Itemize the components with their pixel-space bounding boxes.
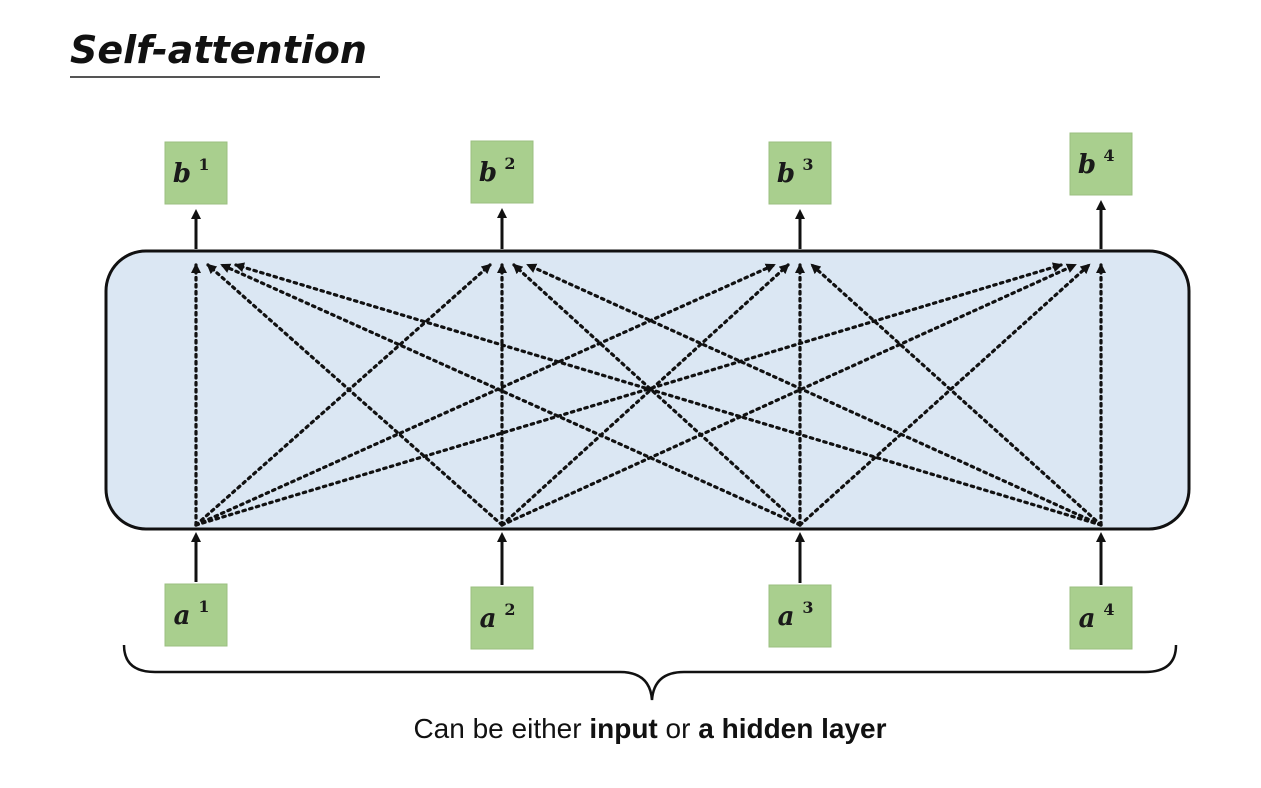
output-node-label: b <box>777 159 795 189</box>
input-node-label: a <box>1079 604 1096 634</box>
connection-a2-to-b4 <box>500 263 1077 527</box>
caption-text-2: or <box>657 713 699 744</box>
connection-a4-to-b2 <box>526 263 1103 527</box>
caption-bold-hidden-layer: a hidden layer <box>698 713 887 744</box>
output-node-superscript: 4 <box>1103 146 1114 165</box>
connection-a2-to-b1 <box>206 263 504 527</box>
input-node-superscript: 2 <box>504 600 515 619</box>
input-node-label: a <box>480 604 497 634</box>
input-node-label: a <box>778 602 795 632</box>
caption: Can be either input or a hidden layer <box>0 713 1261 745</box>
output-node-box <box>1069 132 1133 196</box>
connection-a4-to-b3 <box>810 263 1103 527</box>
output-node-superscript: 2 <box>504 154 515 173</box>
input-node-box <box>470 586 534 650</box>
connection-a1-to-b2 <box>194 263 492 527</box>
input-node-superscript: 1 <box>198 597 209 616</box>
output-node-box <box>470 140 534 204</box>
connection-a1-to-b4 <box>194 262 1063 527</box>
output-node-box <box>164 141 228 205</box>
io-arrows <box>191 200 1106 585</box>
connection-a3-to-b4 <box>798 263 1091 527</box>
caption-bold-input: input <box>589 713 658 744</box>
caption-text-1: Can be either <box>413 713 590 744</box>
output-node-box <box>768 141 832 205</box>
connection-a3-to-b1 <box>220 263 802 527</box>
connection-a1-to-b3 <box>194 263 776 527</box>
output-node-superscript: 3 <box>802 155 813 174</box>
title-underline <box>70 76 380 78</box>
input-node-superscript: 3 <box>802 598 813 617</box>
connection-a2-to-b3 <box>500 263 790 527</box>
input-node-box <box>1069 586 1133 650</box>
slide-title: Self-attention <box>70 28 367 72</box>
input-node-superscript: 4 <box>1103 600 1114 619</box>
input-node-label: a <box>174 601 191 631</box>
output-node-label: b <box>173 159 191 189</box>
attention-connections <box>191 262 1106 527</box>
output-node-superscript: 1 <box>198 155 209 174</box>
connection-a4-to-b1 <box>234 262 1103 527</box>
curly-brace <box>122 644 1178 701</box>
output-node-label: b <box>479 158 497 188</box>
output-node-label: b <box>1078 150 1096 180</box>
input-node-box <box>164 583 228 647</box>
input-node-box <box>768 584 832 648</box>
connection-a3-to-b2 <box>512 263 802 527</box>
